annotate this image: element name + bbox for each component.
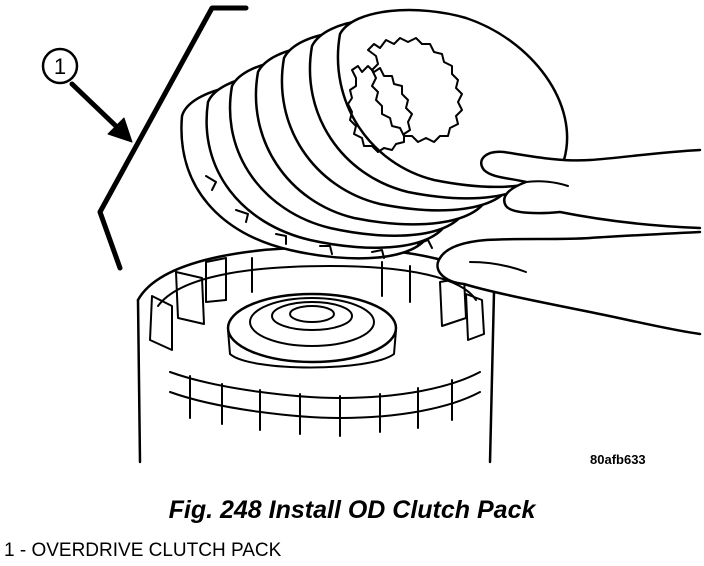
callout-number: 1 xyxy=(54,54,66,79)
figure-caption: Fig. 248 Install OD Clutch Pack xyxy=(168,496,536,524)
callout-marker: 1 xyxy=(41,47,79,85)
callout-bracket xyxy=(97,5,249,271)
hand-upper xyxy=(479,148,702,230)
spline-ring xyxy=(347,65,413,153)
clutch-plate-stack xyxy=(180,8,569,260)
image-reference-code: 80afb633 xyxy=(590,452,646,467)
transmission-housing xyxy=(136,246,496,464)
callout-leader-arrow xyxy=(69,81,133,143)
spline-ring xyxy=(367,37,463,143)
clutch-pack-illustration: 1 xyxy=(41,5,702,464)
legend-item: 1 - OVERDRIVE CLUTCH PACK xyxy=(4,540,282,561)
center-hub xyxy=(226,292,398,369)
hand-lower xyxy=(436,230,702,336)
